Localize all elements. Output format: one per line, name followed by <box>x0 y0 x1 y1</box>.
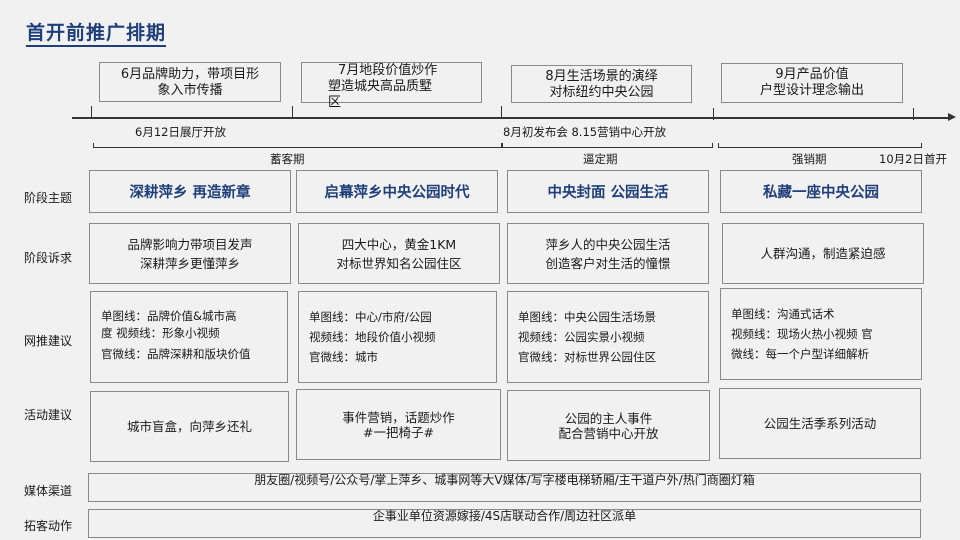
plea-line: 创造客户对生活的憧憬 <box>545 255 671 271</box>
phase-label-push: 逼定期 <box>583 152 618 166</box>
network-line: 视频线：地段价值小视频 <box>309 330 436 344</box>
milestone-july-line2: 塑造城央高品质墅 <box>328 79 433 94</box>
theme-cell: 私藏一座中央公园 <box>720 170 922 213</box>
phase-label-accumulate: 蓄客期 <box>270 152 305 166</box>
network-line: 视频线：公园实景小视频 <box>518 330 645 344</box>
milestone-august: 8月生活场景的演绎 对标纽约中央公园 <box>511 65 692 103</box>
row-label-plea: 阶段诉求 <box>24 251 73 265</box>
row-label-expansion: 拓客动作 <box>24 519 73 533</box>
phase-bracket-strong-sales <box>718 143 922 148</box>
milestone-september-line1: 9月产品价值 <box>775 67 849 82</box>
network-line: 单图线：沟通式话术 <box>731 307 835 321</box>
timeline-axis <box>72 117 950 119</box>
media-channels-cell: 朋友圈/视频号/公众号/掌上萍乡、城事网等大V媒体/写字楼电梯轿厢/主干道户外/… <box>88 473 921 502</box>
timeline-tick <box>501 106 502 118</box>
row-label-theme: 阶段主题 <box>24 191 73 205</box>
milestone-june-line2: 象入市传播 <box>157 83 223 98</box>
plea-cell: 人群沟通，制造紧迫感 <box>722 223 924 284</box>
network-line: 官微线：城市 <box>309 350 378 364</box>
plea-cell: 四大中心，黄金1KM 对标世界知名公园住区 <box>298 223 500 284</box>
plea-cell: 萍乡人的中央公园生活创造客户对生活的憧憬 <box>507 223 709 284</box>
opening-date-label: 10月2日首开 <box>879 152 947 166</box>
network-cell: 单图线：中央公园生活场景 视频线：公园实景小视频 官微线：对标世界公园住区 <box>507 291 709 383</box>
plea-line: 品牌影响力带项目发声 <box>127 236 253 252</box>
network-line: 视频线：现场火热小视频 官 <box>731 327 873 341</box>
phase-label-strong-sales: 强销期 <box>792 152 827 166</box>
event-launch-sales-center: 8月初发布会 8.15营销中心开放 <box>503 125 667 139</box>
timeline-tick <box>91 106 92 118</box>
milestone-july-line1: 7月地段价值炒作 <box>338 63 438 78</box>
network-line: 官微线：对标世界公园住区 <box>518 350 656 364</box>
activity-cell: 城市盲盒，向萍乡还礼 <box>90 391 289 462</box>
timeline-tick <box>913 108 914 120</box>
media-channels-text: 朋友圈/视频号/公众号/掌上萍乡、城事网等大V媒体/写字楼电梯轿厢/主干道户外/… <box>254 473 755 487</box>
activity-cell: 公园生活季系列活动 <box>719 388 921 459</box>
milestone-june: 6月品牌助力，带项目形 象入市传播 <box>99 62 281 102</box>
timeline-arrow-icon <box>948 113 956 121</box>
milestone-july: 7月地段价值炒作 塑造城央高品质墅 区 <box>301 62 482 110</box>
page-title: 首开前推广排期 <box>26 22 167 47</box>
theme-cell: 中央封面 公园生活 <box>507 170 709 213</box>
plea-line: 深耕萍乡更懂萍乡 <box>139 255 240 271</box>
milestone-september: 9月产品价值 户型设计理念输出 <box>721 63 903 103</box>
theme-cell: 启幕萍乡中央公园时代 <box>296 170 498 213</box>
network-cell: 单图线：中心/市府/公园 视频线：地段价值小视频 官微线：城市 <box>298 291 497 383</box>
network-line: 度 视频线：形象小视频 <box>101 326 220 340</box>
milestone-september-line2: 户型设计理念输出 <box>759 83 864 98</box>
network-cell: 单图线：沟通式话术 视频线：现场火热小视频 官 微线：每一个户型详细解析 <box>720 288 922 380</box>
theme-cell: 深耕萍乡 再造新章 <box>89 170 291 213</box>
event-showroom-open: 6月12日展厅开放 <box>135 125 226 139</box>
network-cell: 单图线：品牌价值&城市高 度 视频线：形象小视频 官微线：品牌深耕和版块价值 <box>90 291 288 383</box>
activity-line: 配合营销中心开放 <box>558 425 659 441</box>
network-line: 微线：每一个户型详细解析 <box>731 347 869 361</box>
expansion-actions-text: 企事业单位资源嫁接/4S店联动合作/周边社区派单 <box>372 509 637 523</box>
plea-line: 四大中心，黄金1KM <box>341 236 457 252</box>
activity-cell: 公园的主人事件配合营销中心开放 <box>507 390 710 461</box>
plea-cell: 品牌影响力带项目发声深耕萍乡更懂萍乡 <box>89 223 291 284</box>
activity-line: 公园的主人事件 <box>564 410 653 426</box>
plea-line: 对标世界知名公园住区 <box>336 255 462 271</box>
activity-line: 城市盲盒，向萍乡还礼 <box>126 419 252 434</box>
row-label-media: 媒体渠道 <box>24 484 73 498</box>
activity-line: #一把椅子# <box>363 424 434 440</box>
milestone-june-line1: 6月品牌助力，带项目形 <box>120 67 260 82</box>
network-line: 单图线：中央公园生活场景 <box>518 310 656 324</box>
network-line: 官微线：品牌深耕和版块价值 <box>101 347 251 361</box>
activity-line: 事件营销，话题炒作 <box>342 409 455 425</box>
milestone-august-line2: 对标纽约中央公园 <box>549 85 654 100</box>
timeline-tick <box>292 106 293 118</box>
activity-line: 公园生活季系列活动 <box>763 416 877 431</box>
phase-bracket-push <box>502 143 713 148</box>
row-label-network: 网推建议 <box>24 334 73 348</box>
expansion-actions-cell: 企事业单位资源嫁接/4S店联动合作/周边社区派单 <box>88 509 921 538</box>
timeline-tick <box>713 108 714 120</box>
network-line: 单图线：中心/市府/公园 <box>309 310 432 324</box>
plea-line: 萍乡人的中央公园生活 <box>545 236 671 252</box>
row-label-activity: 活动建议 <box>24 408 73 422</box>
milestone-august-line1: 8月生活场景的演绎 <box>545 69 658 84</box>
plea-line: 人群沟通，制造紧迫感 <box>760 246 886 261</box>
network-line: 单图线：品牌价值&城市高 <box>101 309 237 323</box>
phase-bracket-accumulate <box>93 143 502 148</box>
milestone-july-line3: 区 <box>328 95 342 110</box>
activity-cell: 事件营销，话题炒作#一把椅子# <box>296 389 501 460</box>
